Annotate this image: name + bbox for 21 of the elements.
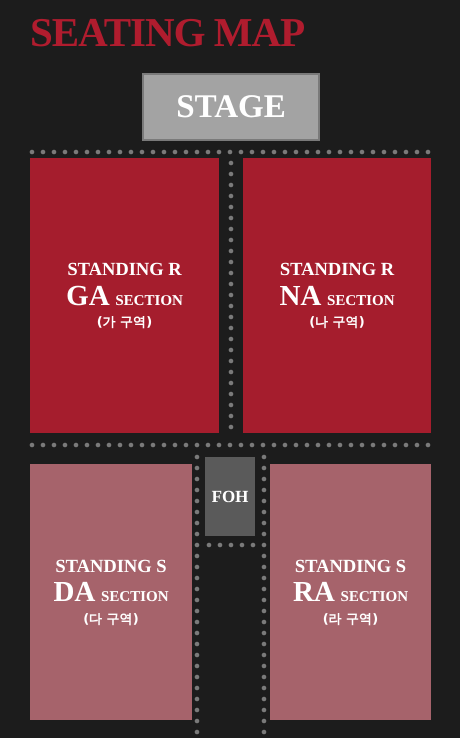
section-block [30,158,219,433]
section-label: (나 구역) [309,316,365,330]
foh-label: FOH [212,488,248,506]
section-label: STANDING S [55,558,167,578]
section-label: DA section [53,577,169,608]
section-label: STANDING R [280,261,394,281]
section-block [30,464,192,720]
foh-box [205,457,255,536]
section-label: STANDING R [67,261,182,281]
section-label: NA section [279,280,395,312]
section-block [270,464,431,720]
title: SEATING MAP [30,8,304,56]
section-label: GA section [66,280,183,312]
stage-box [142,73,320,141]
section-label: RA section [292,577,408,608]
stage-label: STAGE [176,90,286,124]
section-label: (라 구역) [322,612,378,626]
section-label: (가 구역) [96,316,152,330]
section-block [243,158,431,433]
section-label: (다 구역) [83,612,139,626]
section-label: STANDING S [294,558,406,578]
